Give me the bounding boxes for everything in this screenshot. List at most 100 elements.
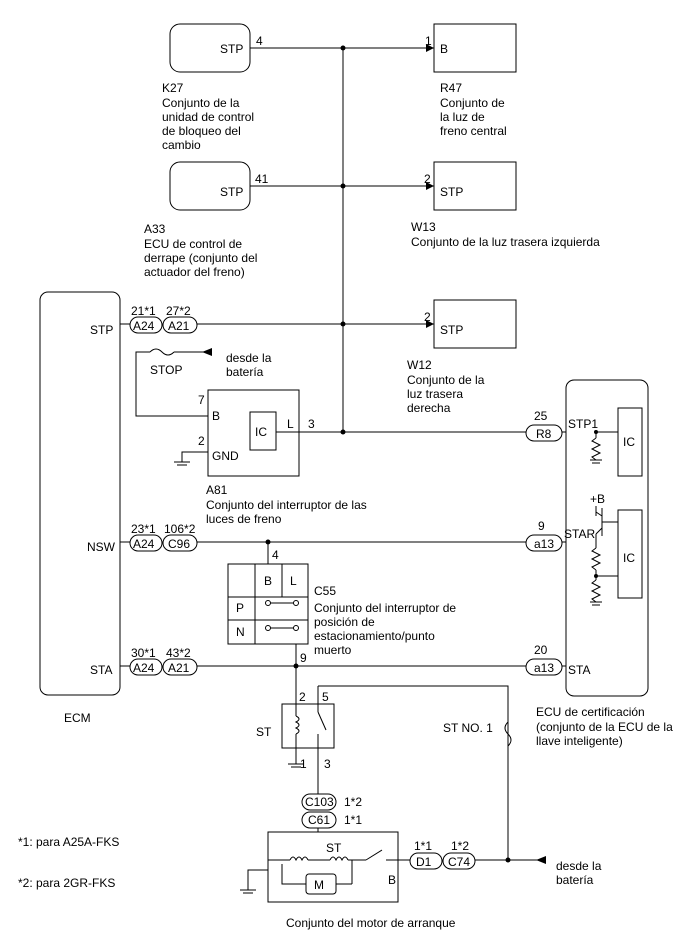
st-no1-label: ST NO. 1 bbox=[443, 721, 493, 735]
cert-pin-sta: STA bbox=[568, 663, 590, 677]
ecm-sta-code1: A24 bbox=[133, 661, 155, 675]
r47-desc-2: la luz de bbox=[440, 110, 485, 124]
cert-vb: +B bbox=[590, 492, 605, 506]
footnotes: *1: para A25A-FKS *2: para 2GR-FKS bbox=[18, 835, 119, 890]
cert-desc-2: (conjunto de la ECU de la bbox=[536, 720, 673, 734]
ecm-nsw-pin2: 106*2 bbox=[164, 522, 196, 536]
cert-pin-stp1: STP1 bbox=[568, 417, 598, 431]
sta-wiring bbox=[197, 644, 566, 704]
relay-pin2: 2 bbox=[299, 690, 306, 704]
w13-pin-no: 2 bbox=[424, 172, 431, 186]
a81-pin-l-no: 3 bbox=[308, 417, 315, 431]
r47-desc-1: Conjunto de bbox=[440, 96, 505, 110]
cert-sta-pin-no: 20 bbox=[534, 643, 548, 657]
ecm-stp-connectors: 21*1 27*2 A24 A21 bbox=[120, 304, 198, 334]
relay-pin5: 5 bbox=[322, 690, 329, 704]
d1-code: D1 bbox=[416, 855, 432, 869]
d1-c74-connectors: 1*1 1*2 D1 C74 desde la batería bbox=[398, 839, 602, 887]
cert-ic-1: IC bbox=[623, 435, 635, 449]
st-no1-fuse: ST NO. 1 bbox=[443, 721, 512, 747]
ecm-stp-pin2: 27*2 bbox=[166, 304, 191, 318]
cert-desc-1: ECU de certificación bbox=[536, 705, 645, 719]
a81-ic: IC bbox=[255, 425, 267, 439]
r47-pin-no: 1 bbox=[425, 34, 432, 48]
ecm-pin-nsw: NSW bbox=[87, 540, 116, 554]
r47-code: R47 bbox=[440, 81, 462, 95]
c55-component: B L P N 4 9 C55 Conjunto del interruptor… bbox=[227, 548, 456, 665]
ecm-nsw-pin1: 23*1 bbox=[131, 522, 156, 536]
k27-desc-4: cambio bbox=[162, 138, 201, 152]
c55-pin-bottom: 9 bbox=[300, 651, 307, 665]
ecm-sta-connectors: 30*1 43*2 A24 A21 bbox=[120, 646, 198, 676]
cert-desc-3: llave inteligente) bbox=[536, 734, 623, 748]
stop-from-battery-1: desde la bbox=[226, 351, 272, 365]
k27-desc-3: de bloqueo del bbox=[162, 124, 241, 138]
a81-desc-1: Conjunto del interruptor de las bbox=[206, 498, 367, 512]
c55-code: C55 bbox=[314, 584, 336, 598]
ecm-label: ECM bbox=[64, 711, 91, 725]
c55-row-p: P bbox=[236, 601, 244, 615]
a33-code: A33 bbox=[144, 222, 166, 236]
c55-desc-1: Conjunto del interruptor de bbox=[314, 601, 456, 615]
footnote-2: *2: para 2GR-FKS bbox=[18, 876, 115, 890]
w12-code: W12 bbox=[407, 358, 432, 372]
relay-pin3: 3 bbox=[324, 757, 331, 771]
c61-note: 1*1 bbox=[344, 813, 362, 827]
a81-pin-l: L bbox=[287, 417, 294, 431]
c74-code: C74 bbox=[448, 855, 470, 869]
starter-b: B bbox=[388, 873, 396, 887]
starter-motor-symbol: M bbox=[314, 878, 324, 892]
w12-pin-no: 2 bbox=[424, 310, 431, 324]
cert-star-code: a13 bbox=[534, 537, 554, 551]
a81-pin-gnd: GND bbox=[212, 449, 239, 463]
cert-ic-2: IC bbox=[623, 551, 635, 565]
nsw-wiring bbox=[197, 539, 566, 564]
a33-desc-3: actuador del freno) bbox=[144, 265, 245, 279]
ecm-nsw-code2: C96 bbox=[168, 537, 190, 551]
c55-row-n: N bbox=[236, 625, 245, 639]
c55-pin-top: 4 bbox=[272, 548, 279, 562]
k27-component: STP 4 K27 Conjunto de la unidad de contr… bbox=[162, 23, 263, 152]
a33-desc-2: derrape (conjunto del bbox=[144, 251, 257, 265]
k27-desc-2: unidad de control bbox=[162, 110, 254, 124]
ecm-nsw-code1: A24 bbox=[133, 537, 155, 551]
ecm-pin-stp: STP bbox=[90, 323, 113, 337]
ecm-nsw-connectors: 23*1 106*2 A24 C96 bbox=[120, 522, 198, 552]
c55-desc-2: posición de bbox=[314, 615, 375, 629]
k27-code: K27 bbox=[162, 81, 184, 95]
c61-code: C61 bbox=[308, 813, 330, 827]
w13-desc-1: Conjunto de la luz trasera izquierda bbox=[411, 235, 600, 249]
ecm-sta-code2: A21 bbox=[168, 661, 190, 675]
c55-col-b: B bbox=[264, 574, 272, 588]
w12-desc-1: Conjunto de la bbox=[407, 373, 485, 387]
k27-pin-no: 4 bbox=[256, 34, 263, 48]
k27-pin-name: STP bbox=[220, 42, 243, 56]
a81-desc-2: luces de freno bbox=[206, 512, 282, 526]
a81-pin-gnd-no: 2 bbox=[198, 434, 205, 448]
ecm-sta-pin2: 43*2 bbox=[166, 646, 191, 660]
st-relay: ST 2 5 1 3 bbox=[256, 685, 509, 860]
a33-component: STP 41 A33 ECU de control de derrape (co… bbox=[144, 161, 269, 279]
cert-sta-code: a13 bbox=[534, 661, 554, 675]
c74-note: 1*2 bbox=[451, 839, 469, 853]
starter-label: Conjunto del motor de arranque bbox=[286, 916, 456, 930]
a81-code: A81 bbox=[206, 483, 228, 497]
starter-st: ST bbox=[326, 841, 342, 855]
relay-label: ST bbox=[256, 725, 272, 739]
r47-desc-3: freno central bbox=[440, 124, 507, 138]
starter-from-battery-2: batería bbox=[556, 873, 594, 887]
d1-note: 1*1 bbox=[414, 839, 432, 853]
starter-from-battery-1: desde la bbox=[556, 859, 602, 873]
a81-pin-b-no: 7 bbox=[198, 393, 205, 407]
cert-ecu-component: 25 R8 STP1 IC 9 a13 STAR +B IC 20 a bbox=[525, 379, 673, 748]
r47-component: B 1 R47 Conjunto de la luz de freno cent… bbox=[425, 23, 517, 138]
ecm-component: STP NSW STA ECM bbox=[39, 291, 121, 725]
w12-desc-3: derecha bbox=[407, 401, 451, 415]
cert-pin-star: STAR bbox=[564, 527, 595, 541]
a33-desc-1: ECU de control de bbox=[144, 237, 242, 251]
cert-stp1-pin-no: 25 bbox=[534, 409, 548, 423]
stop-fuse-label: STOP bbox=[150, 363, 182, 377]
w13-pin-name: STP bbox=[440, 185, 463, 199]
w12-pin-name: STP bbox=[440, 323, 463, 337]
